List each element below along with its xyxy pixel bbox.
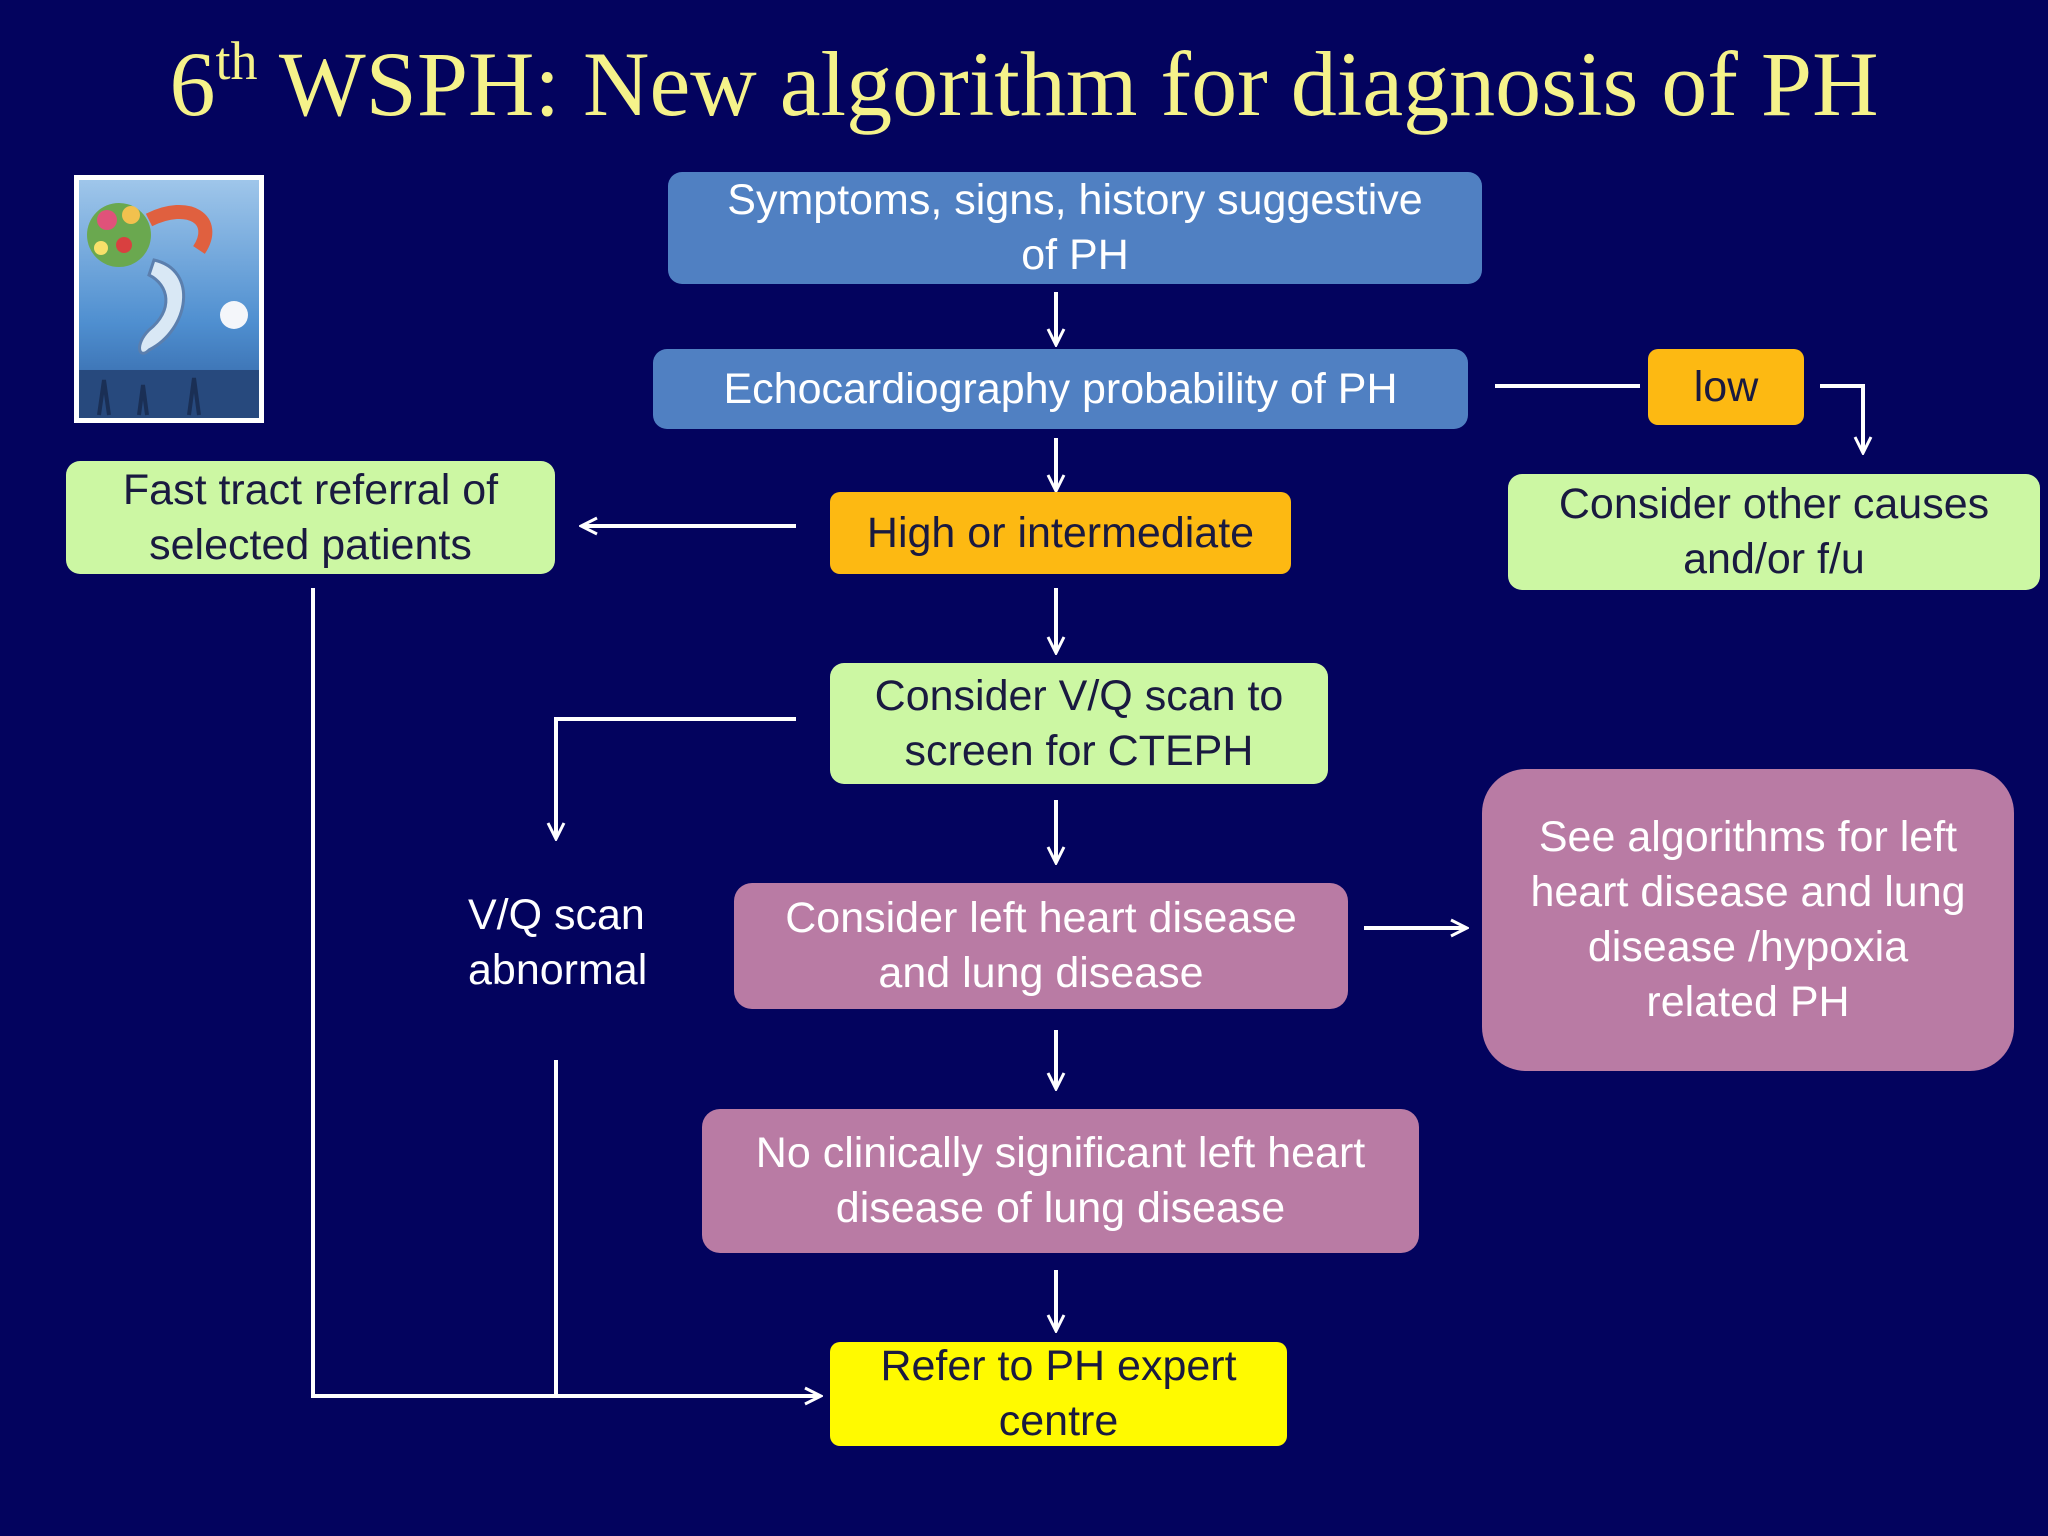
painting-icon bbox=[79, 180, 259, 418]
node-consider-other-causes-label: Consider other causes and/or f/u bbox=[1558, 480, 1990, 583]
node-fast-track-referral: Fast tract referral of selected patients bbox=[66, 461, 555, 574]
arrow-low-to-other bbox=[1820, 384, 1863, 452]
arrow-vq-to-abnormal bbox=[556, 717, 796, 838]
node-refer-to-expert-centre: Refer to PH expert centre bbox=[830, 1342, 1287, 1446]
node-symptoms: Symptoms, signs, history suggestive of P… bbox=[668, 172, 1482, 284]
node-no-clinically-significant-label: No clinically significant left heart dis… bbox=[755, 1129, 1366, 1232]
node-low-label: low bbox=[1693, 362, 1759, 411]
painting-thumbnail-image bbox=[74, 175, 264, 423]
node-low: low bbox=[1648, 349, 1804, 425]
node-see-algorithms: See algorithms for left heart disease an… bbox=[1482, 769, 2014, 1071]
node-echocardiography-label: Echocardiography probability of PH bbox=[723, 364, 1398, 413]
title-superscript: th bbox=[215, 31, 258, 91]
node-high-or-intermediate-label: High or intermediate bbox=[866, 508, 1255, 557]
node-no-clinically-significant: No clinically significant left heart dis… bbox=[702, 1109, 1419, 1253]
node-fast-track-referral-label: Fast tract referral of selected patients bbox=[122, 465, 499, 569]
node-see-algorithms-label: See algorithms for left heart disease an… bbox=[1530, 813, 1966, 1026]
arrow-fast-track-to-refer bbox=[311, 588, 820, 1396]
node-consider-vq-scan-label: Consider V/Q scan to screen for CTEPH bbox=[874, 671, 1284, 775]
label-vq-scan-abnormal: V/Q scan abnormal bbox=[468, 891, 648, 994]
node-consider-left-heart-disease: Consider left heart disease and lung dis… bbox=[734, 883, 1348, 1009]
node-symptoms-label: Symptoms, signs, history suggestive of P… bbox=[727, 176, 1423, 279]
node-consider-vq-scan: Consider V/Q scan to screen for CTEPH bbox=[830, 663, 1328, 784]
node-high-or-intermediate: High or intermediate bbox=[830, 492, 1291, 574]
node-consider-other-causes: Consider other causes and/or f/u bbox=[1508, 474, 2040, 590]
slide-title: 6th WSPH: New algorithm for diagnosis of… bbox=[169, 31, 1879, 135]
node-echocardiography: Echocardiography probability of PH bbox=[653, 349, 1468, 429]
node-consider-left-heart-disease-label: Consider left heart disease and lung dis… bbox=[785, 894, 1297, 997]
node-refer-to-expert-centre-label: Refer to PH expert centre bbox=[880, 1342, 1237, 1445]
